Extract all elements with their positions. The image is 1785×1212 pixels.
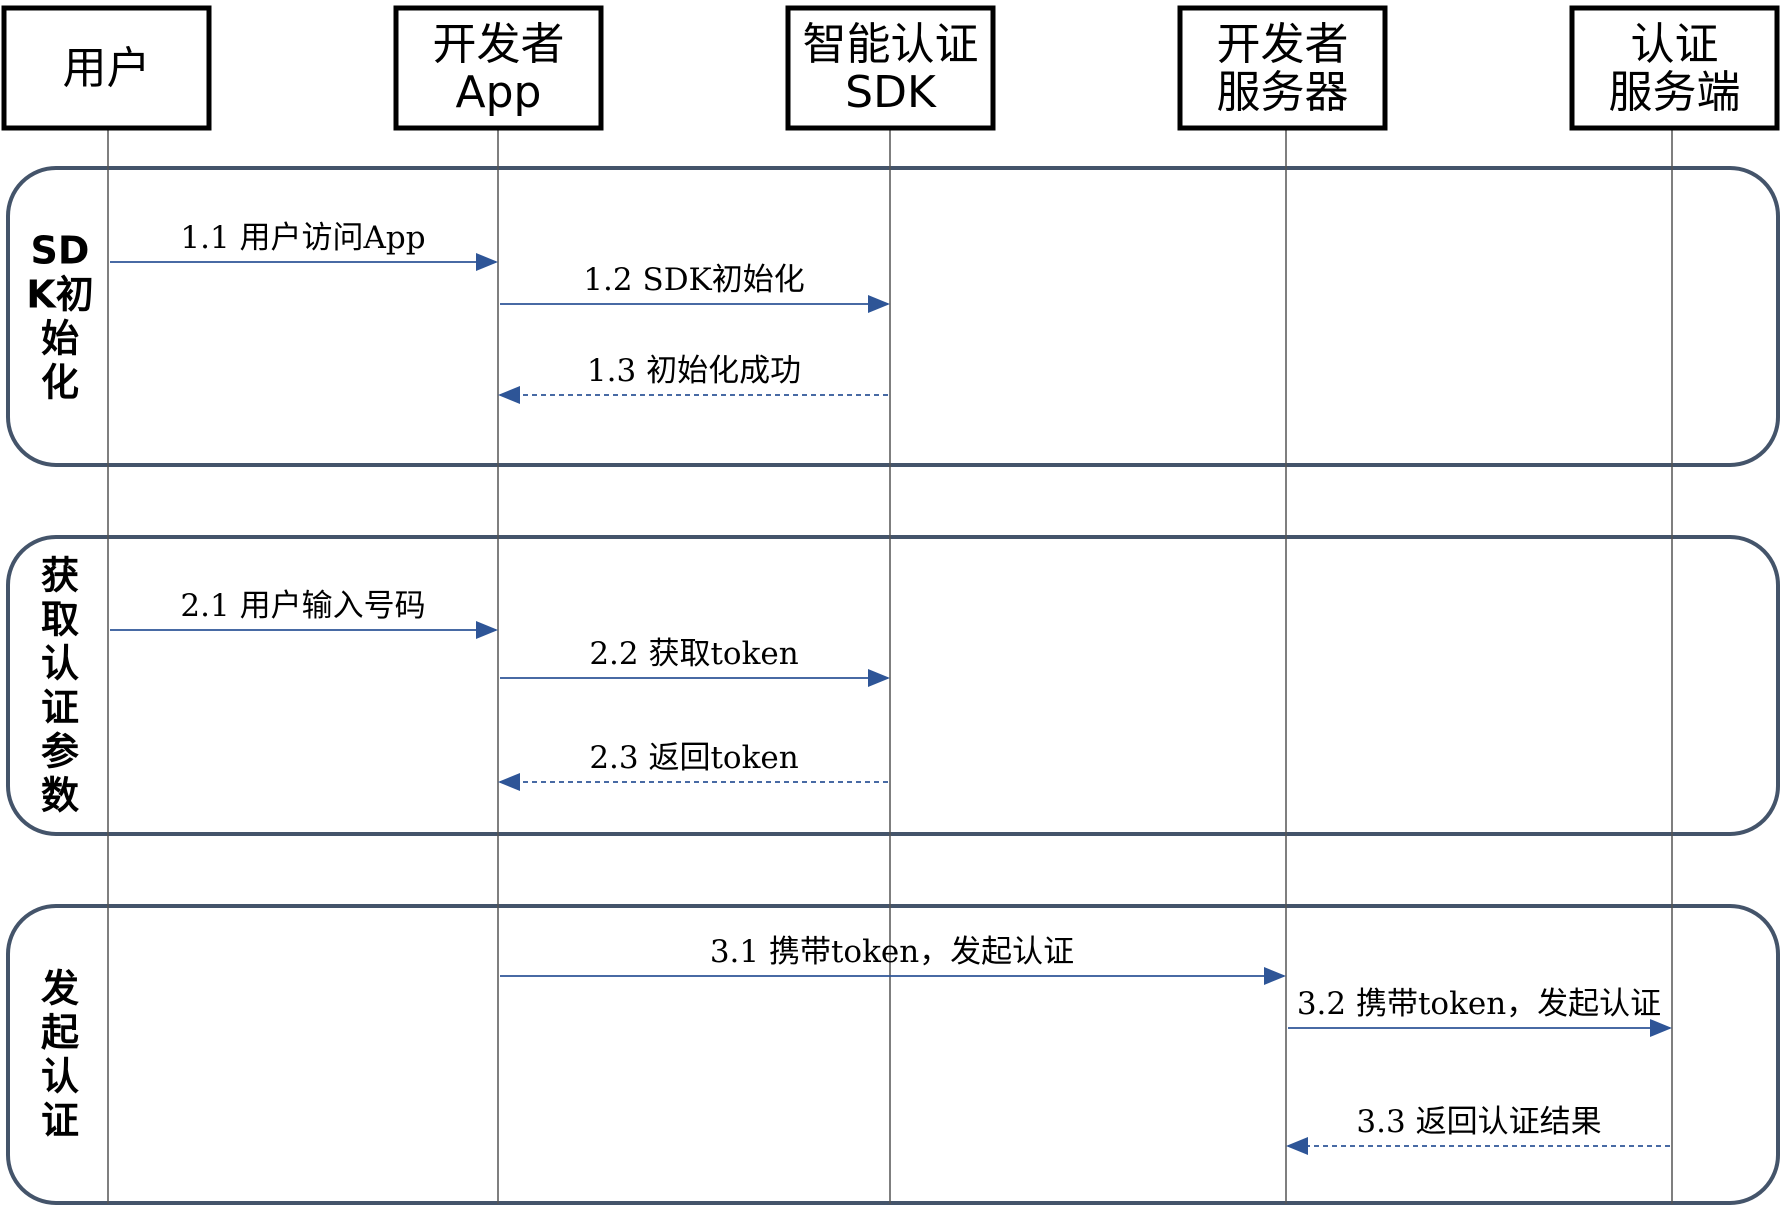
actor-box-auth-sdk: [785, 5, 996, 131]
actor-label-dev-app: 开发者: [433, 19, 565, 70]
message-label-get-auth-params-1: 2.1 用户输入号码: [180, 588, 425, 624]
actor-box-user: [1, 5, 212, 131]
message-label-sdk-init-1: 1.1 用户访问App: [180, 220, 425, 256]
message-label-start-auth-3: 3.3 返回认证结果: [1356, 1104, 1601, 1140]
phase-label-sdk-init: 始: [41, 317, 79, 361]
phase-label-get-auth-params: 参: [41, 730, 79, 774]
message-label-sdk-init-3: 1.3 初始化成功: [587, 353, 801, 389]
actor-box-dev-app: [393, 5, 604, 131]
phase-label-get-auth-params: 认: [41, 642, 79, 686]
phase-label-sdk-init: SD: [31, 229, 90, 273]
actor-label-auth-sdk: 智能认证: [803, 19, 979, 70]
actor-label-auth-sdk: SDK: [845, 67, 937, 118]
message-label-get-auth-params-3: 2.3 返回token: [589, 740, 798, 776]
phase-label-sdk-init: 化: [41, 361, 79, 405]
phase-label-get-auth-params: 取: [41, 598, 79, 642]
actor-box-auth-server: [1569, 5, 1780, 131]
phase-label-start-auth: 起: [41, 1011, 80, 1055]
phase-label-start-auth: 证: [41, 1099, 79, 1143]
message-layer: 1.1 用户访问App 1.2 SDK初始化 1.3 初始化成功 2.1 用户输入号码…: [110, 220, 1672, 1155]
actor-label-dev-server: 服务器: [1217, 67, 1349, 118]
actor-label-dev-app: App: [456, 67, 542, 118]
phase-label-get-auth-params: 数: [41, 774, 79, 818]
message-label-get-auth-params-2: 2.2 获取token: [589, 636, 798, 672]
phase-label-get-auth-params: 证: [41, 686, 79, 730]
message-label-start-auth-2: 3.2 携带token，发起认证: [1297, 986, 1661, 1022]
message-label-sdk-init-2: 1.2 SDK初始化: [583, 262, 804, 298]
phase-box-get-auth-params: [6, 535, 1780, 836]
message-label-start-auth-1: 3.1 携带token，发起认证: [710, 934, 1074, 970]
actor-label-dev-server: 开发者: [1217, 19, 1349, 70]
phase-label-sdk-init: K初: [26, 273, 93, 317]
lifeline-layer: [107, 128, 1673, 1204]
actor-label-auth-server: 认证: [1631, 19, 1719, 70]
phase-label-start-auth: 认: [41, 1055, 79, 1099]
actor-label-auth-server: 服务端: [1609, 67, 1741, 118]
actor-box-dev-server: [1177, 5, 1388, 131]
phase-label-get-auth-params: 获: [41, 554, 79, 598]
phase-box-sdk-init: [6, 166, 1780, 467]
phase-box-start-auth: [6, 904, 1780, 1205]
actor-label-user: 用户: [63, 43, 151, 94]
actor-layer: 用户开发者App智能认证SDK开发者服务器认证服务端: [1, 5, 1780, 131]
phase-label-start-auth: 发: [41, 967, 79, 1011]
